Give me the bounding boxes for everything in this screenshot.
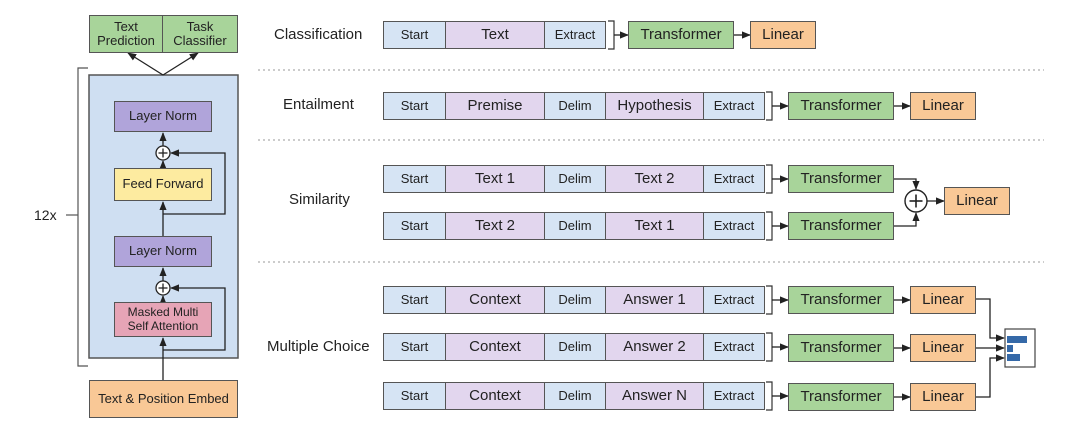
transformer-box: Transformer <box>788 286 894 314</box>
token-start: Start <box>383 92 445 120</box>
bar-chart-icon <box>1004 328 1036 368</box>
token-answer-1: Answer 1 <box>605 286 703 314</box>
token-start: Start <box>383 212 445 240</box>
token-extract: Extract <box>703 92 765 120</box>
token-extract: Extract <box>703 286 765 314</box>
transformer-box: Transformer <box>788 165 894 193</box>
token-start: Start <box>383 286 445 314</box>
token-delim: Delim <box>544 333 605 361</box>
token-start: Start <box>383 21 445 49</box>
token-delim: Delim <box>544 286 605 314</box>
arrow-to-text-prediction <box>127 52 164 76</box>
transformer-box: Transformer <box>788 92 894 120</box>
token-delim: Delim <box>544 165 605 193</box>
task-label-similarity: Similarity <box>289 191 350 208</box>
text-prediction-box: Text Prediction <box>89 15 163 53</box>
task-label-multiple-choice: Multiple Choice <box>267 338 370 355</box>
layer-norm-bottom-box: Layer Norm <box>114 236 212 267</box>
token-text-2: Text 2 <box>445 212 544 240</box>
repeat-label: 12x <box>34 207 57 223</box>
token-delim: Delim <box>544 382 605 410</box>
task-label-classification: Classification <box>274 26 363 43</box>
transformer-box: Transformer <box>788 383 894 411</box>
task-label-entailment: Entailment <box>283 96 354 113</box>
residual-ff <box>163 149 226 215</box>
linear-box: Linear <box>910 92 976 120</box>
token-start: Start <box>383 382 445 410</box>
token-delim: Delim <box>544 212 605 240</box>
token-extract: Extract <box>544 21 606 49</box>
token-start: Start <box>383 333 445 361</box>
text-position-embed-box: Text & Position Embed <box>89 380 238 418</box>
token-context: Context <box>445 382 544 410</box>
linear-box: Linear <box>944 187 1010 215</box>
token-text-1: Text 1 <box>445 165 544 193</box>
linear-box: Linear <box>910 383 976 411</box>
residual-attention <box>163 284 226 351</box>
layer-norm-top-box: Layer Norm <box>114 101 212 132</box>
brace-entailment <box>766 91 773 121</box>
linear-box: Linear <box>910 334 976 362</box>
brace-similarity-2 <box>766 211 773 241</box>
brace-mc-2 <box>766 332 773 362</box>
token-text-2: Text 2 <box>605 165 703 193</box>
transformer-box: Transformer <box>628 21 734 49</box>
linear-box: Linear <box>750 21 816 49</box>
repeat-bracket <box>77 67 88 367</box>
token-text-1: Text 1 <box>605 212 703 240</box>
token-answer-n: Answer N <box>605 382 703 410</box>
linear-box: Linear <box>910 286 976 314</box>
brace-classification <box>608 20 615 50</box>
token-context: Context <box>445 333 544 361</box>
brace-similarity-1 <box>766 164 773 194</box>
token-hypothesis: Hypothesis <box>605 92 703 120</box>
transformer-box: Transformer <box>788 212 894 240</box>
token-delim: Delim <box>544 92 605 120</box>
token-context: Context <box>445 286 544 314</box>
brace-mc-3 <box>766 381 773 411</box>
token-extract: Extract <box>703 212 765 240</box>
brace-mc-1 <box>766 285 773 315</box>
token-premise: Premise <box>445 92 544 120</box>
masked-self-attention-box: Masked Multi Self Attention <box>114 302 212 337</box>
token-text: Text <box>445 21 544 49</box>
token-start: Start <box>383 165 445 193</box>
token-extract: Extract <box>703 382 765 410</box>
feed-forward-box: Feed Forward <box>114 168 212 201</box>
token-extract: Extract <box>703 165 765 193</box>
task-classifier-box: Task Classifier <box>162 15 238 53</box>
token-extract: Extract <box>703 333 765 361</box>
token-answer-2: Answer 2 <box>605 333 703 361</box>
arrow-to-task-classifier <box>162 52 199 76</box>
transformer-box: Transformer <box>788 334 894 362</box>
